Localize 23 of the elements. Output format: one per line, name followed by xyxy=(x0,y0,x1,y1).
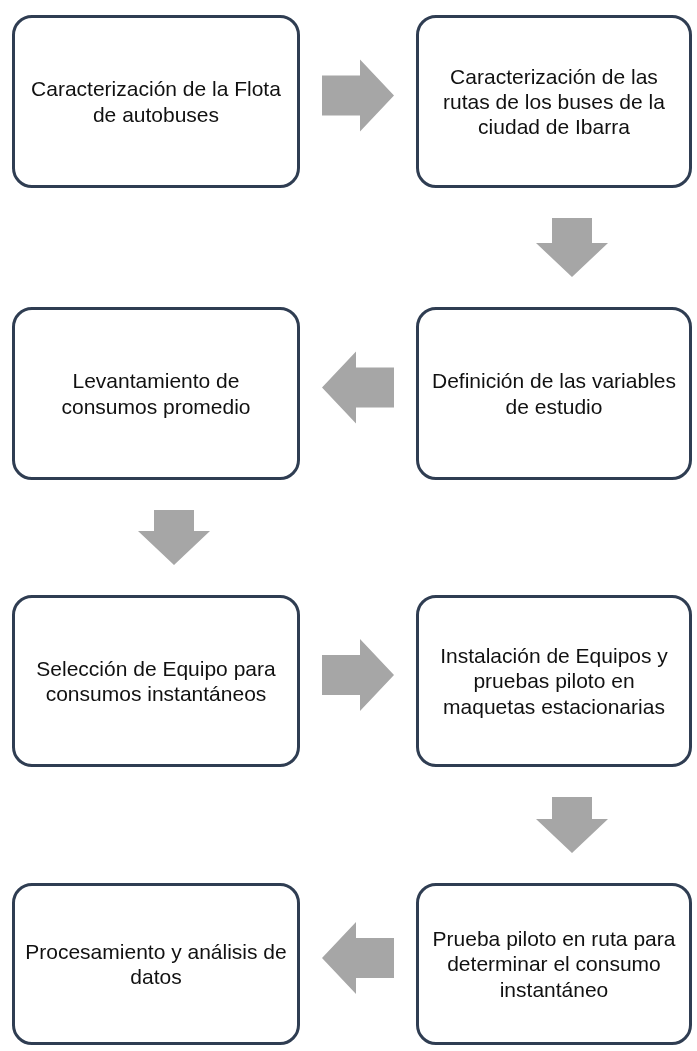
block-arrow xyxy=(322,351,394,424)
process-box xyxy=(12,883,300,1045)
step-text: Procesamiento y análisis de datos xyxy=(25,938,287,990)
step-text: Levantamiento de consumos promedio xyxy=(60,368,252,419)
step-text: Prueba piloto en ruta para determinar el consumo instantáneo xyxy=(431,926,677,1002)
step-text: Selección de Equipo para consumos instantáneos xyxy=(35,655,277,707)
process-box xyxy=(12,307,300,480)
process-box xyxy=(12,15,300,188)
process-box xyxy=(12,595,300,767)
step-text: Instalación de Equipos y pruebas piloto en maquetas estacionarias xyxy=(439,643,669,719)
block-arrow xyxy=(138,510,210,565)
process-box xyxy=(416,307,692,480)
step-text: Caracterización de las rutas de los buses de la ciudad de Ibarra xyxy=(442,63,666,140)
block-arrow xyxy=(536,218,608,277)
block-arrow xyxy=(536,797,608,853)
block-arrow xyxy=(322,922,394,994)
block-arrow xyxy=(322,59,394,132)
block-arrow xyxy=(322,639,394,711)
step-text: Definición de las variables de estudio xyxy=(431,368,677,419)
step-text: Caracterización de la Flota de autobuses xyxy=(30,76,282,127)
process-box xyxy=(416,15,692,188)
process-box xyxy=(416,595,692,767)
process-box xyxy=(416,883,692,1045)
